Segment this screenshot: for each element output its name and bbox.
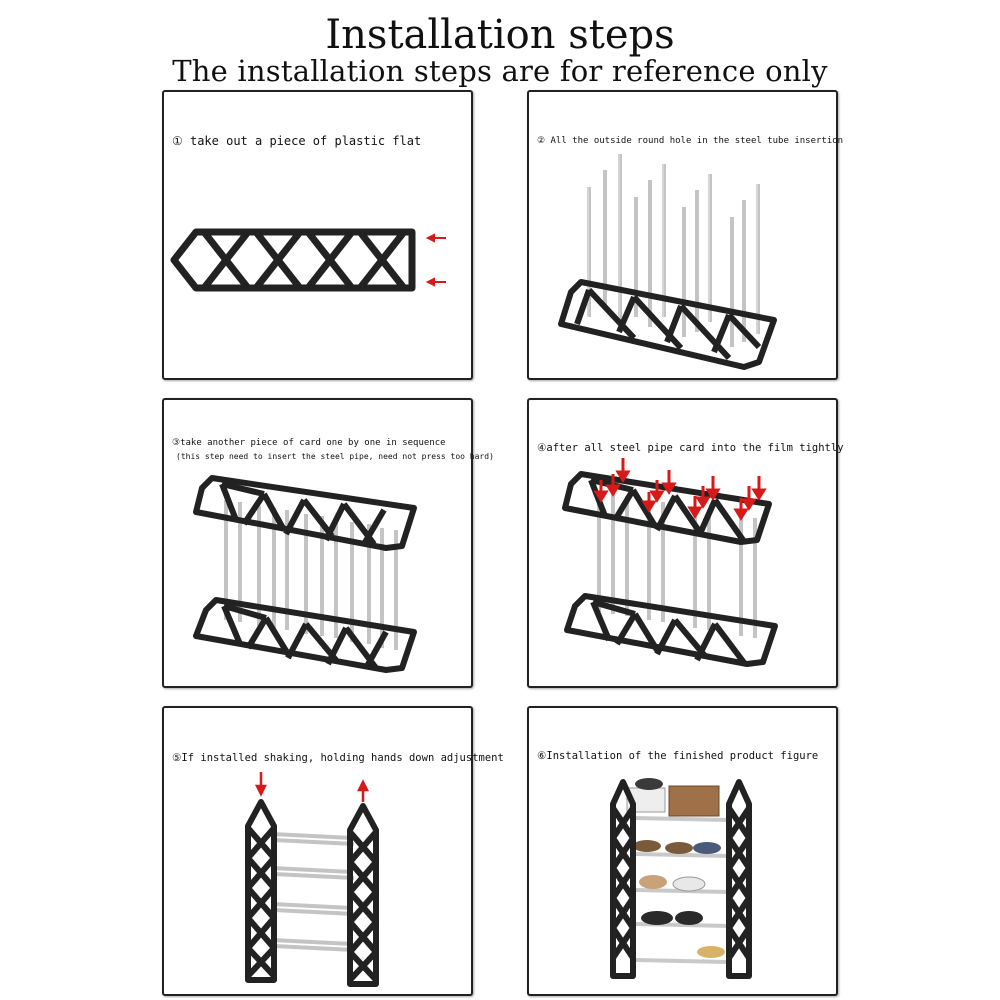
tightened-frame-illustration [562,458,778,667]
step-1-caption: ① take out a piece of plastic flat [172,134,422,148]
step-2-panel: ② All the outside round hole in the stee… [527,90,843,380]
page-subtitle: The installation steps are for reference… [172,54,828,88]
finished-product-illustration [610,778,752,979]
assembled-rack-illustration [245,772,379,987]
step-6-panel: ⑥Installation of the finished product fi… [527,706,838,996]
step-3-note: (this step need to insert the steel pipe… [176,452,494,461]
step-4-caption: ④after all steel pipe card into the film… [537,442,844,454]
step-2-caption: ② All the outside round hole in the stee… [537,136,844,146]
second-flat-illustration [193,475,417,673]
step-1-panel: ① take out a piece of plastic flat [162,90,473,380]
step-6-caption: ⑥Installation of the finished product fi… [537,750,819,762]
step-3-panel: ③take another piece of card one by one i… [162,398,494,688]
step-5-caption: ⑤If installed shaking, holding hands dow… [172,752,504,764]
step-5-panel: ⑤If installed shaking, holding hands dow… [162,706,504,996]
step-3-caption: ③take another piece of card one by one i… [172,438,446,448]
step-4-panel: ④after all steel pipe card into the film… [527,398,844,688]
plastic-flat-illustration [170,228,446,292]
pipes-in-frame-illustration [558,154,777,370]
page-title: Installation steps [325,12,675,58]
